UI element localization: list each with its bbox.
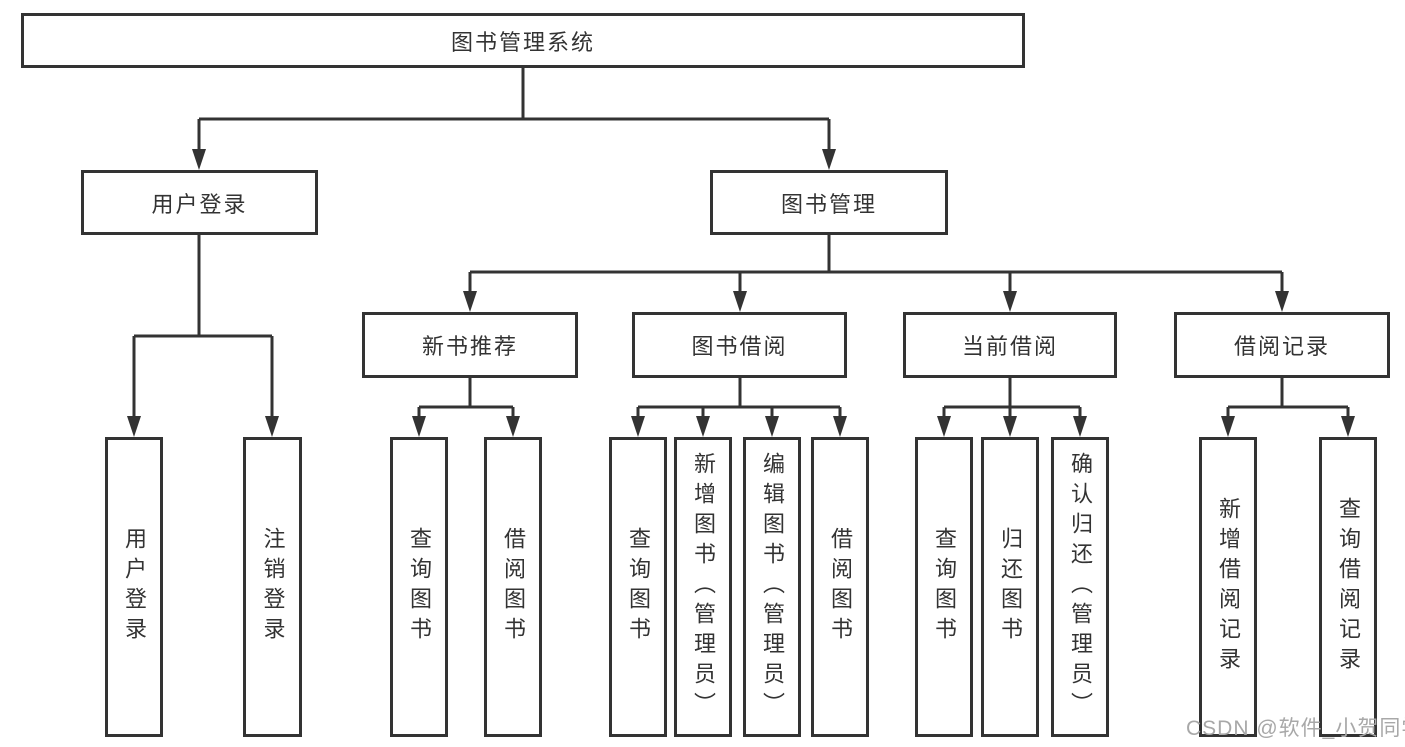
node-label: 归还图书: [998, 527, 1023, 647]
node-leaf-query-books-borrow: 查询图书: [609, 437, 667, 737]
node-leaf-query-books-recommend: 查询图书: [390, 437, 448, 737]
arrowhead: [822, 149, 836, 170]
node-leaf-return-books: 归还图书: [981, 437, 1039, 737]
arrowhead: [463, 291, 477, 312]
connector-root-to-level2: [192, 66, 836, 170]
node-leaf-add-books-admin: 新增图书（管理员）: [674, 437, 732, 737]
node-leaf-edit-books-admin: 编辑图书（管理员）: [743, 437, 801, 737]
arrowhead: [1003, 291, 1017, 312]
arrowhead: [127, 416, 141, 437]
arrowhead: [1275, 291, 1289, 312]
node-label: 注销登录: [260, 527, 286, 647]
node-label: 借阅图书: [828, 527, 853, 647]
node-book-management: 图书管理: [710, 170, 948, 235]
connector-user-login-to-leaves: [127, 233, 279, 437]
arrowhead: [1341, 416, 1355, 437]
arrowhead: [631, 416, 645, 437]
node-new-book-recommend: 新书推荐: [362, 312, 578, 378]
arrowhead: [1003, 416, 1017, 437]
node-leaf-query-borrow-record: 查询借阅记录: [1319, 437, 1377, 737]
node-leaf-borrow-books-recommend: 借阅图书: [484, 437, 542, 737]
node-label: 图书管理系统: [450, 29, 595, 55]
arrowhead: [1073, 416, 1087, 437]
connector-book-borrow-to-leaves: [631, 376, 847, 437]
node-label: 查询图书: [932, 527, 957, 647]
node-label: 借阅记录: [1233, 334, 1330, 359]
node-label: 当前借阅: [961, 334, 1058, 359]
node-label: 新增借阅记录: [1216, 497, 1241, 677]
node-label: 新增图书（管理员）: [691, 452, 716, 722]
arrowhead: [833, 416, 847, 437]
node-label: 图书管理: [780, 191, 877, 217]
node-label: 新书推荐: [421, 334, 518, 359]
arrowhead: [265, 416, 279, 437]
arrowhead: [696, 416, 710, 437]
node-leaf-logout: 注销登录: [243, 437, 302, 737]
node-label: 编辑图书（管理员）: [760, 452, 785, 722]
node-leaf-user-login: 用户登录: [105, 437, 163, 737]
node-label: 用户登录: [122, 527, 147, 647]
connector-new-book-recommend-to-leaves: [412, 376, 520, 437]
node-label: 查询图书: [626, 527, 651, 647]
node-label: 查询图书: [407, 527, 432, 647]
csdn-watermark: CSDN @软件_小贺同学: [1186, 717, 1405, 740]
node-user-login: 用户登录: [81, 170, 318, 235]
arrowhead: [765, 416, 779, 437]
node-label: 用户登录: [151, 191, 248, 217]
node-leaf-borrow-books: 借阅图书: [811, 437, 869, 737]
arrowhead: [412, 416, 426, 437]
connector-borrow-records-to-leaves: [1221, 376, 1355, 437]
node-leaf-query-books-current: 查询图书: [915, 437, 973, 737]
node-root-system: 图书管理系统: [21, 13, 1025, 68]
arrowhead: [506, 416, 520, 437]
arrowhead: [1221, 416, 1235, 437]
arrowhead: [192, 149, 206, 170]
connector-current-borrow-to-leaves: [937, 376, 1087, 437]
arrowhead: [937, 416, 951, 437]
node-label: 图书借阅: [691, 334, 788, 359]
node-leaf-add-borrow-record: 新增借阅记录: [1199, 437, 1257, 737]
node-borrow-records: 借阅记录: [1174, 312, 1390, 378]
node-label: 查询借阅记录: [1336, 497, 1361, 677]
node-leaf-confirm-return-admin: 确认归还（管理员）: [1051, 437, 1109, 737]
node-label: 确认归还（管理员）: [1068, 452, 1093, 722]
node-book-borrow: 图书借阅: [632, 312, 847, 378]
connector-book-management-to-level3: [463, 233, 1289, 312]
arrowhead: [733, 291, 747, 312]
node-label: 借阅图书: [501, 527, 526, 647]
node-current-borrow: 当前借阅: [903, 312, 1117, 378]
